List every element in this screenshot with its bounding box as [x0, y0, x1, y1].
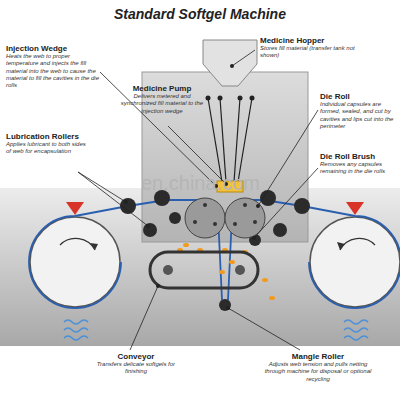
- die-cavities: [193, 203, 257, 226]
- part-description: Applies lubricant to both sides of web f…: [6, 141, 86, 155]
- part-description: Transfers delicate softgels for finishin…: [88, 361, 184, 375]
- part-description: Removes any capsules remaining in the di…: [320, 161, 396, 175]
- conveyor-belt: [150, 252, 258, 288]
- casting-drum: [30, 217, 120, 307]
- part-description: Delivers metered and synchronized fill m…: [116, 93, 208, 115]
- callout: Medicine PumpDelivers metered and synchr…: [116, 84, 208, 115]
- hopper: [203, 40, 257, 86]
- die-roll: [185, 198, 225, 238]
- rotation-arrow: [60, 238, 95, 250]
- part-description: Stores fill material (transfer tank not …: [260, 45, 360, 59]
- part-description: Individual capsules are formed, sealed, …: [320, 101, 396, 130]
- pump-dots: [206, 96, 255, 101]
- rotation-arrow: [90, 243, 98, 250]
- part-name: Medicine Hopper: [260, 36, 360, 45]
- rotation-arrow: [340, 238, 375, 250]
- spreader-box: [66, 202, 84, 215]
- heater-symbol: [64, 320, 368, 340]
- callout: Die Roll BrushRemoves any capsules remai…: [320, 152, 396, 176]
- spreader-box: [346, 202, 364, 215]
- rotation-arrow: [337, 242, 345, 250]
- mangle-roller: [219, 299, 231, 311]
- part-name: Medicine Pump: [116, 84, 208, 93]
- callout: Injection WedgeHeats the web to proper t…: [6, 44, 102, 89]
- leader-lines: [78, 50, 318, 350]
- conveyor-pulley: [163, 265, 173, 275]
- callout: Medicine HopperStores fill material (tra…: [260, 36, 360, 60]
- casting-drum: [310, 217, 400, 307]
- part-name: Lubrication Rollers: [6, 132, 86, 141]
- diagram-title: Standard Softgel Machine: [0, 6, 400, 22]
- part-name: Injection Wedge: [6, 44, 102, 53]
- part-description: Adjusts web tension and pulls netting th…: [262, 361, 374, 383]
- callout: ConveyorTransfers delicate softgels for …: [88, 352, 184, 376]
- part-name: Die Roll: [320, 92, 396, 101]
- callout: Mangle RollerAdjusts web tension and pul…: [262, 352, 374, 383]
- callout: Die RollIndividual capsules are formed, …: [320, 92, 396, 130]
- part-name: Mangle Roller: [262, 352, 374, 361]
- part-name: Die Roll Brush: [320, 152, 396, 161]
- pump-lines: [208, 98, 252, 182]
- part-name: Conveyor: [88, 352, 184, 361]
- conveyor-pulley: [235, 265, 245, 275]
- rollers: [120, 190, 310, 246]
- watermark: en.china.com: [141, 172, 260, 195]
- callout: Lubrication RollersApplies lubricant to …: [6, 132, 86, 156]
- part-description: Heats the web to proper temperature and …: [6, 53, 102, 89]
- machine-base: [0, 188, 400, 346]
